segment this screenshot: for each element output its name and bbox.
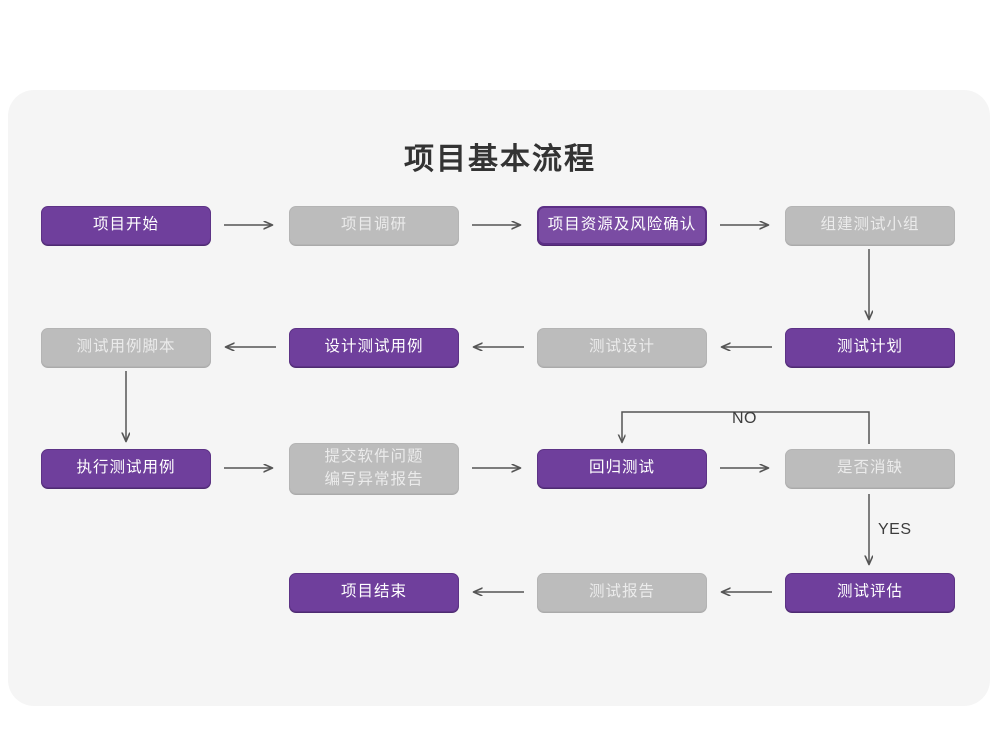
node-project-end[interactable]: 项目结束 (289, 573, 459, 612)
node-execute-test-cases[interactable]: 执行测试用例 (41, 449, 211, 488)
node-test-design[interactable]: 测试设计 (537, 328, 707, 367)
edge-label-no: NO (732, 410, 757, 427)
node-project-start[interactable]: 项目开始 (41, 206, 211, 245)
node-defect-resolved[interactable]: 是否消缺 (785, 449, 955, 488)
node-regression-test[interactable]: 回归测试 (537, 449, 707, 488)
node-test-plan[interactable]: 测试计划 (785, 328, 955, 367)
edge-label-yes: YES (878, 521, 912, 538)
node-form-test-team[interactable]: 组建测试小组 (785, 206, 955, 245)
node-design-test-cases[interactable]: 设计测试用例 (289, 328, 459, 367)
node-resource-risk-confirm[interactable]: 项目资源及风险确认 (537, 206, 707, 245)
node-test-case-script[interactable]: 测试用例脚本 (41, 328, 211, 367)
node-project-research[interactable]: 项目调研 (289, 206, 459, 245)
node-submit-defect-report[interactable]: 提交软件问题 编写异常报告 (289, 443, 459, 494)
page-title: 项目基本流程 (404, 143, 596, 176)
node-test-report[interactable]: 测试报告 (537, 573, 707, 612)
node-test-evaluation[interactable]: 测试评估 (785, 573, 955, 612)
diagram-card (8, 90, 990, 706)
